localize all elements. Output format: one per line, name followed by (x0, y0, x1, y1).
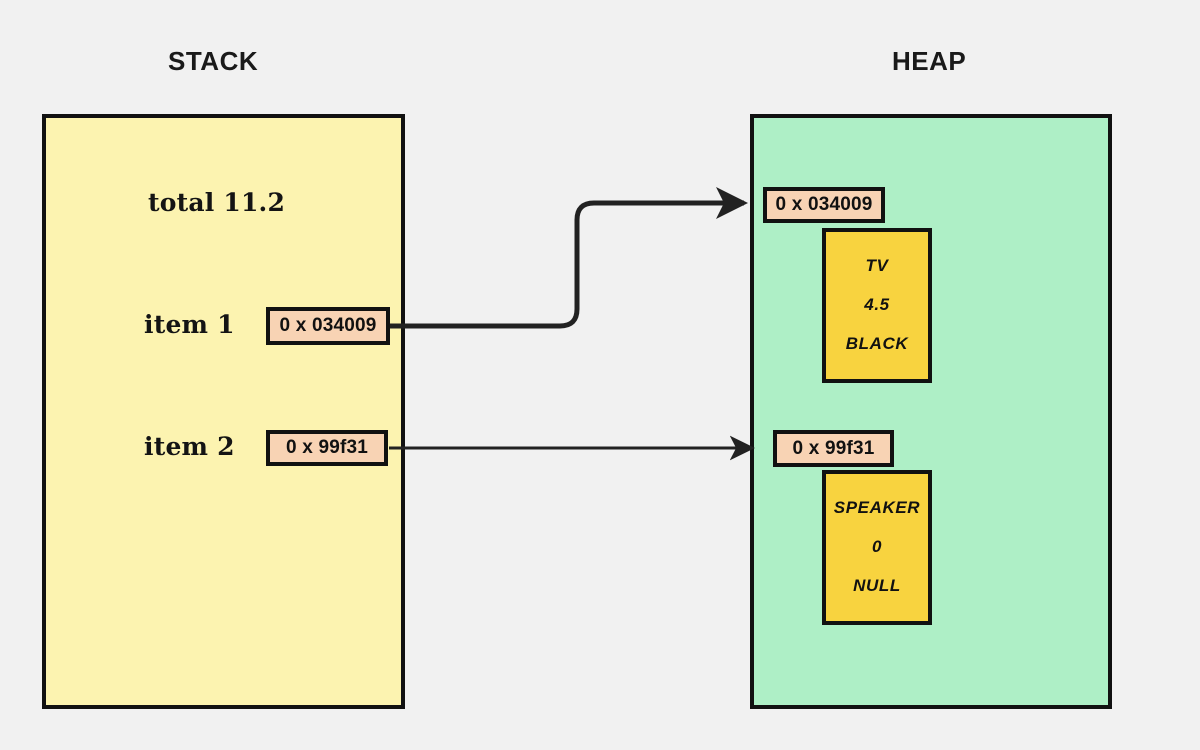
heap-address-chip-99f31: 0 x 99f31 (773, 430, 894, 467)
heap-object-speaker-field-name: SPEAKER (833, 497, 921, 517)
stack-variable-total: total 11.2 (148, 188, 285, 217)
heap-object-tv-field-price: 4.5 (864, 294, 890, 314)
heap-object-speaker-field-price: 0 (871, 536, 883, 556)
arrow-item-1-to-heap (390, 187, 749, 329)
heap-title: HEAP (892, 46, 967, 76)
stack-pointer-chip-item-1: 0 x 034009 (266, 307, 390, 345)
heap-object-speaker: SPEAKER 0 NULL (822, 470, 932, 625)
heap-address-chip-034009: 0 x 034009 (763, 187, 885, 223)
stack-pointer-chip-item-2: 0 x 99f31 (266, 430, 388, 466)
stack-variable-item-1-label: item 1 (144, 310, 235, 339)
stack-variable-item-1: item 1 (144, 310, 235, 339)
heap-object-tv-field-color: BLACK (845, 333, 909, 353)
stack-region (42, 114, 405, 709)
heap-object-tv-field-name: TV (865, 255, 889, 275)
stack-variable-total-label: total 11.2 (148, 188, 286, 217)
heap-object-tv: TV 4.5 BLACK (822, 228, 932, 383)
stack-variable-item-2-label: item 2 (144, 432, 235, 461)
stack-title: STACK (168, 46, 259, 76)
stack-variable-item-2: item 2 (144, 432, 235, 461)
heap-object-speaker-field-color: NULL (853, 575, 901, 595)
